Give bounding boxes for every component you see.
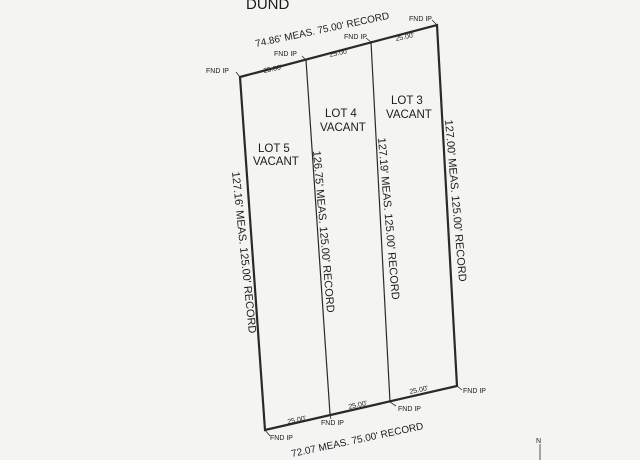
lot-4-status: VACANT <box>320 122 366 134</box>
north-arrow-icon: N <box>536 438 541 460</box>
svg-text:FND IP: FND IP <box>409 16 432 23</box>
fnd-ip-marker-top-right: FND IP <box>409 16 438 26</box>
lot-3-status: VACANT <box>386 109 432 121</box>
svg-text:N: N <box>536 438 541 445</box>
lot-line-4-5 <box>305 59 331 415</box>
lot-3-top-frontage: 25.00' <box>395 32 415 43</box>
lot-5-status: VACANT <box>253 156 299 168</box>
lot-line-3-4 <box>370 41 391 403</box>
svg-text:FND IP: FND IP <box>270 435 293 442</box>
svg-text:FND IP: FND IP <box>321 420 344 427</box>
svg-text:FND IP: FND IP <box>206 68 229 75</box>
svg-text:FND IP: FND IP <box>398 406 421 413</box>
fnd-ip-marker-top-mid-left: FND IP <box>274 51 307 61</box>
svg-text:FND IP: FND IP <box>274 51 297 58</box>
fnd-ip-marker-top-left: FND IP <box>206 68 241 78</box>
fnd-ip-marker-bottom-right: FND IP <box>456 385 486 395</box>
fnd-ip-marker-bottom-mid-left: FND IP <box>321 413 344 427</box>
lot-5-top-frontage: 25.00' <box>263 64 283 75</box>
svg-text:FND IP: FND IP <box>344 34 367 41</box>
fnd-ip-marker-bottom-left: FND IP <box>264 429 293 442</box>
lot-4-top-frontage: 25.00' <box>329 48 349 59</box>
lot-3-bottom-frontage: 25.00' <box>409 385 429 396</box>
lot-4-bottom-frontage: 25.00' <box>348 400 368 411</box>
lot-5-name: LOT 5 <box>258 143 290 155</box>
lot-5-bottom-frontage: 25.00' <box>287 415 307 426</box>
street-name: DUND <box>246 0 289 13</box>
lot-3-name: LOT 3 <box>391 95 423 107</box>
fnd-ip-marker-top-mid-right: FND IP <box>344 34 372 43</box>
svg-text:FND IP: FND IP <box>463 388 486 395</box>
fnd-ip-marker-bottom-mid: FND IP <box>389 401 421 413</box>
lot-4-name: LOT 4 <box>325 108 357 120</box>
